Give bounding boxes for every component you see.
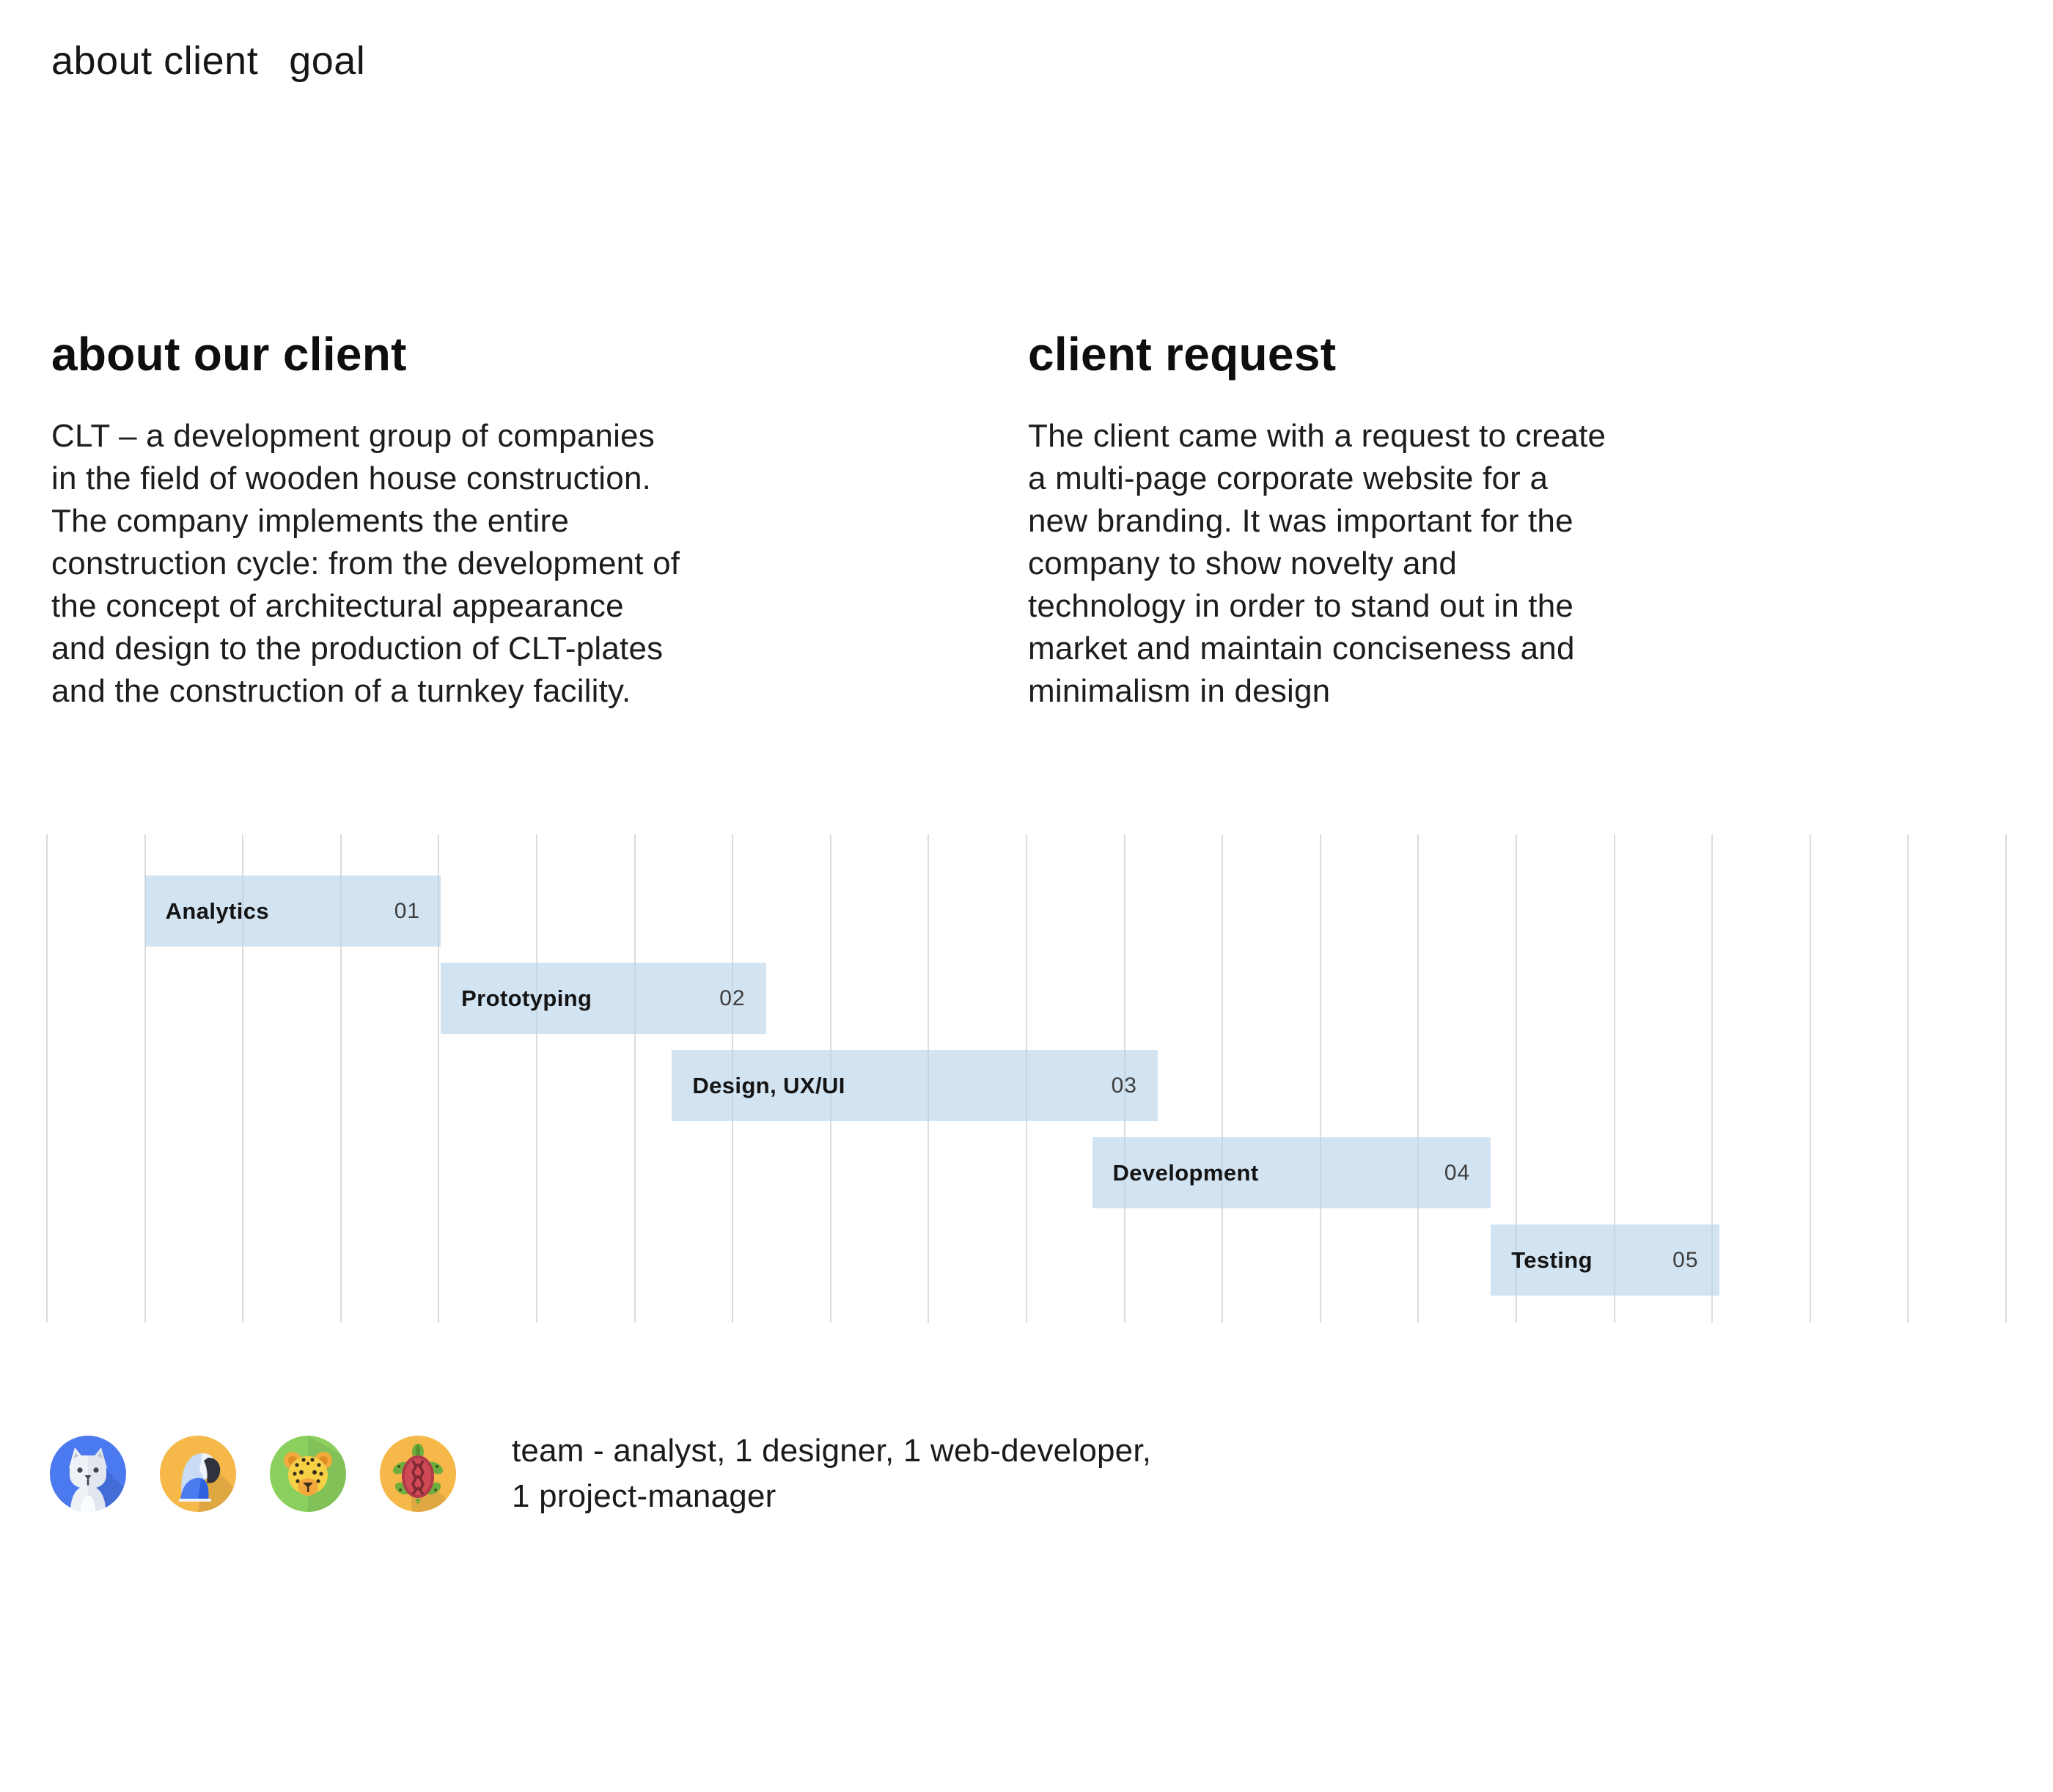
gantt-gridline [1417, 834, 1420, 1323]
gantt-bar-testing: Testing 05 [1491, 1224, 1719, 1296]
breadcrumb-about-client: about client [51, 39, 259, 83]
gantt-bar-label: Prototyping [461, 985, 592, 1011]
gantt-gridline [144, 834, 146, 1323]
gantt-gridline [1319, 834, 1321, 1323]
gantt-bar-number: 05 [1672, 1247, 1699, 1272]
gantt-bar-label: Testing [1511, 1246, 1593, 1273]
client-request-section: client request The client came with a re… [1028, 327, 1776, 713]
turtle-avatar-icon [380, 1436, 456, 1512]
gantt-gridline [438, 834, 440, 1323]
gantt-gridline [1711, 834, 1714, 1323]
parrot-avatar-icon [160, 1436, 236, 1512]
gantt-bar-number: 03 [1111, 1073, 1137, 1098]
gantt-gridline [339, 834, 342, 1323]
gantt-bar-analytics: Analytics 01 [144, 875, 441, 947]
gantt-bar-prototyping: Prototyping 02 [441, 963, 766, 1034]
gantt-gridline [1516, 834, 1517, 1323]
gantt-gridline [1222, 834, 1224, 1323]
about-client-section: about our client CLT – a development gro… [51, 327, 799, 713]
about-client-body: CLT – a development group of companies i… [51, 418, 680, 709]
gantt-gridline [633, 834, 636, 1323]
gantt-bar-label: Analytics [165, 897, 270, 924]
client-request-body: The client came with a request to create… [1028, 418, 1606, 709]
breadcrumb: about client goal [51, 38, 365, 84]
gantt-gridline [46, 834, 48, 1323]
client-request-title: client request [1028, 328, 1337, 381]
gantt-bar-number: 01 [394, 898, 421, 923]
gantt-bar-number: 02 [719, 985, 746, 1010]
gantt-gridline [1613, 834, 1615, 1323]
gantt-bar-label: Design, UX/UI [692, 1072, 845, 1098]
team-section: team - analyst, 1 designer, 1 web-develo… [50, 1428, 1151, 1519]
team-avatars [50, 1436, 456, 1512]
gantt-bar-development: Development 04 [1092, 1137, 1491, 1208]
gantt-bar-design-ux-ui: Design, UX/UI 03 [672, 1050, 1158, 1121]
gantt-gridline [242, 834, 244, 1323]
gantt-gridline [2005, 834, 2007, 1323]
leopard-avatar-icon [270, 1436, 346, 1512]
cat-avatar-icon [50, 1436, 126, 1512]
gantt-gridline [1809, 834, 1811, 1323]
gantt-gridline [1907, 834, 1909, 1323]
gantt-gridline [536, 834, 537, 1323]
breadcrumb-goal: goal [289, 39, 366, 83]
gantt-bar-label: Development [1112, 1159, 1259, 1186]
gantt-bar-number: 04 [1444, 1160, 1471, 1185]
about-client-title: about our client [51, 328, 407, 381]
team-description: team - analyst, 1 designer, 1 web-develo… [512, 1433, 1152, 1514]
